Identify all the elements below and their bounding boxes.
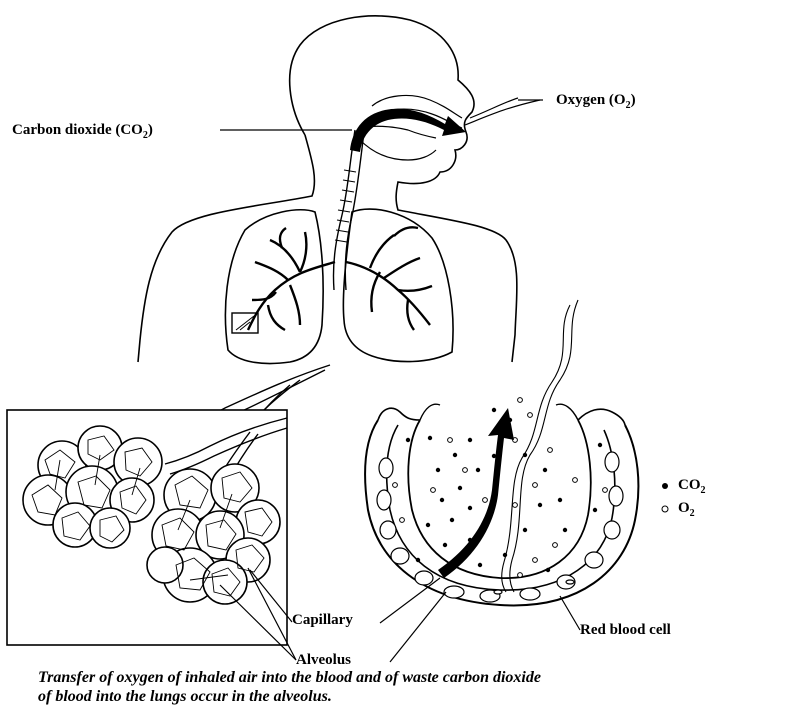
figure-caption: Transfer of oxygen of inhaled air into t… [38, 668, 798, 706]
carbon-dioxide-label-text: Carbon dioxide (CO [12, 122, 143, 138]
right-bronchial-tree [346, 227, 432, 330]
alveolus-label: Alveolus [296, 652, 351, 669]
left-lung [225, 210, 323, 364]
oxygen-label-text: Oxygen (O [556, 92, 626, 108]
legend-co2-label: CO2 [678, 477, 706, 496]
legend-o2-marker [662, 506, 668, 512]
body-outline [138, 16, 517, 362]
carbon-dioxide-label-close: ) [148, 122, 153, 138]
legend-co2-sub: 2 [701, 485, 706, 496]
capillary-label: Capillary [292, 612, 353, 629]
oxygen-stream [465, 98, 540, 125]
caption-line-2: of blood into the lungs occur in the alv… [38, 687, 798, 706]
legend-co2-marker [662, 483, 668, 489]
red-blood-cell-label: Red blood cell [580, 622, 671, 639]
caption-line-1: Transfer of oxygen of inhaled air into t… [38, 668, 798, 687]
oxygen-label: Oxygen (O2) [556, 92, 636, 111]
legend-co2-text: CO [678, 477, 701, 493]
legend-o2-sub: 2 [690, 508, 695, 519]
oxygen-label-close: ) [631, 92, 636, 108]
legend-o2-text: O [678, 500, 690, 516]
carbon-dioxide-label: Carbon dioxide (CO2) [12, 122, 153, 141]
legend-o2-label: O2 [678, 500, 695, 519]
